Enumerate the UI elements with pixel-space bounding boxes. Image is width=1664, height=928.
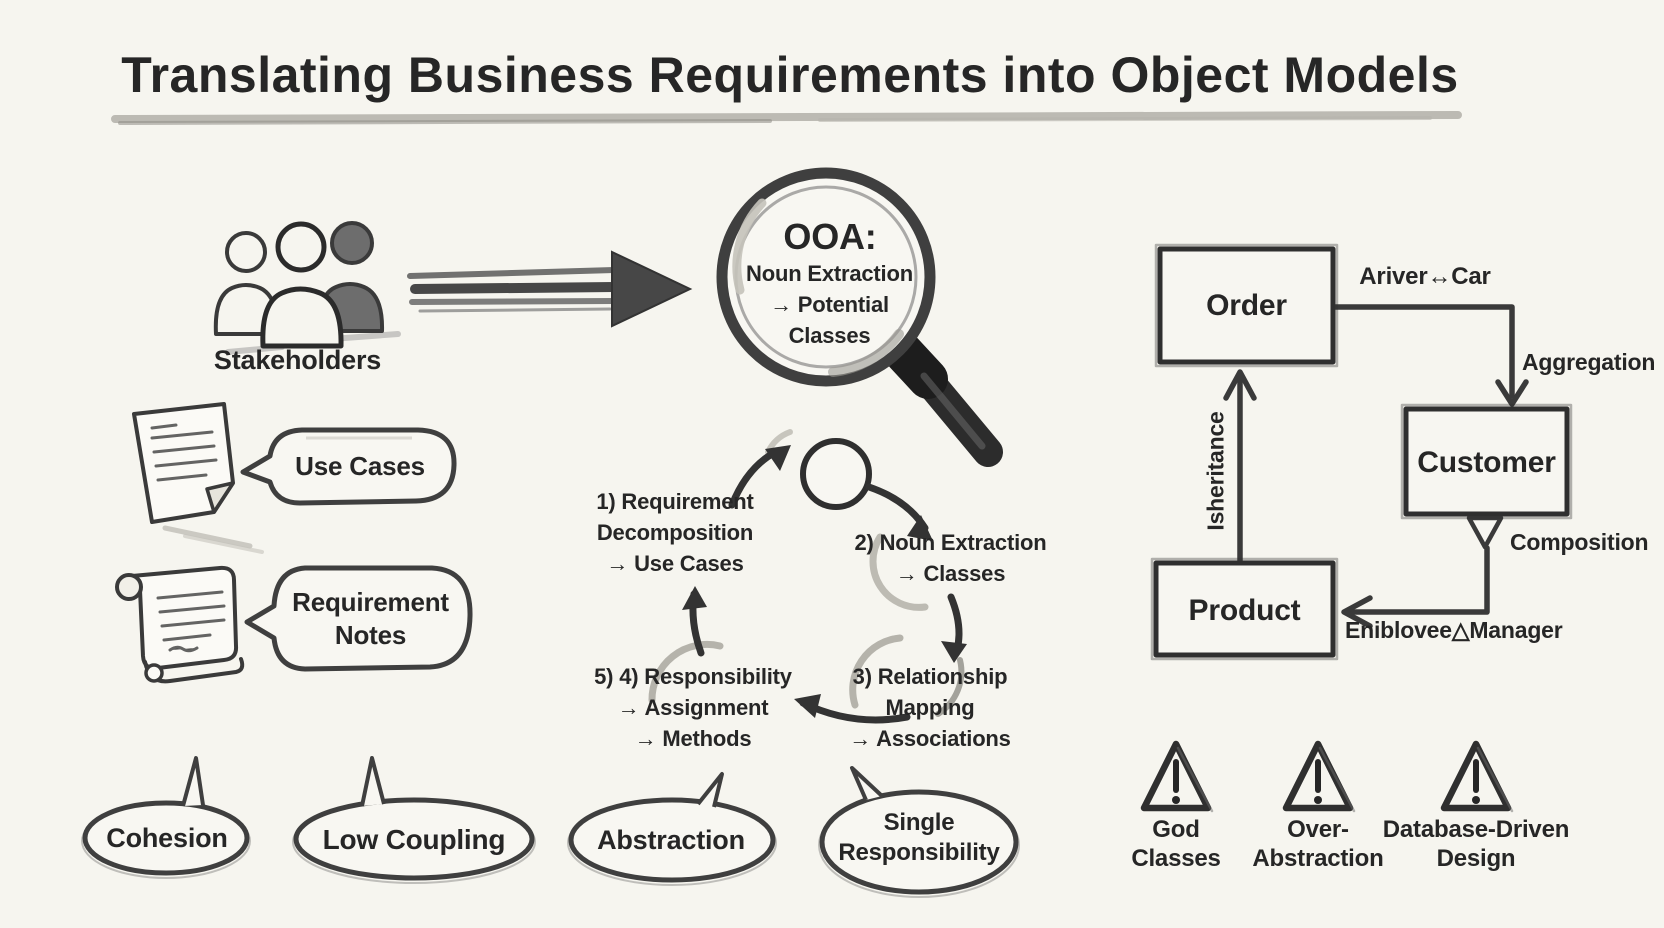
antipattern-over-abstraction: Over- Abstraction: [1252, 816, 1384, 872]
warning-icon-over-abstraction: [1282, 740, 1356, 813]
uml-employee-manager-label: Eniblovee△Manager: [1345, 617, 1563, 643]
cycle-step-2: 2) Noun Extraction → Classes: [854, 530, 1047, 586]
principle-single-responsibility: Single Responsibility: [838, 809, 1000, 866]
use-cases-label: Use Cases: [295, 451, 425, 481]
uml-class-order: Order: [1206, 289, 1287, 322]
uml-class-customer: Customer: [1417, 446, 1556, 479]
ooa-body: Noun Extraction → Potential Classes: [746, 261, 913, 348]
requirement-notes-bubble: [244, 565, 473, 672]
uml-association-label: Ariver↔Car: [1359, 263, 1491, 290]
cycle-step-4: 5) 4) Responsibility → Assignment → Meth…: [594, 664, 792, 751]
document-icon: [132, 402, 264, 554]
warning-icons: [1140, 740, 1514, 813]
antipattern-database-driven: Database-Driven Design: [1382, 816, 1570, 872]
cycle-step-3: 3) Relationship Mapping → Associations: [849, 664, 1011, 751]
uml-class-product: Product: [1188, 594, 1301, 627]
antipattern-god-classes: God Classes: [1131, 816, 1221, 872]
uml-composition-label: Composition: [1510, 529, 1649, 555]
scroll-icon: [115, 565, 245, 684]
uml-diagram: [1150, 243, 1573, 661]
cycle-diagram: [648, 429, 967, 724]
principle-abstraction: Abstraction: [597, 825, 745, 855]
stakeholders-label: Stakeholders: [213, 345, 382, 375]
magnifier-icon: [716, 167, 1003, 467]
warning-icon-database-driven: [1440, 740, 1514, 813]
warning-icon-god-classes: [1140, 740, 1214, 813]
title-underline: [111, 111, 1462, 125]
requirement-notes-label: Requirement Notes: [292, 587, 449, 650]
flow-arrow: [407, 250, 693, 328]
principle-bubbles: [81, 756, 1020, 898]
principle-low-coupling: Low Coupling: [322, 824, 506, 855]
stakeholders-icon: [213, 221, 401, 355]
ooa-heading: OOA:: [783, 216, 877, 257]
page-title: Translating Business Requirements into O…: [121, 47, 1459, 103]
principle-cohesion: Cohesion: [106, 823, 228, 853]
uml-aggregation-label: Aggregation: [1522, 349, 1656, 375]
use-cases-bubble: [240, 427, 457, 506]
cycle-step-1: 1) Requirement Decomposition → Use Cases: [596, 489, 754, 576]
uml-inheritance-label: Isheritance: [1202, 411, 1229, 531]
